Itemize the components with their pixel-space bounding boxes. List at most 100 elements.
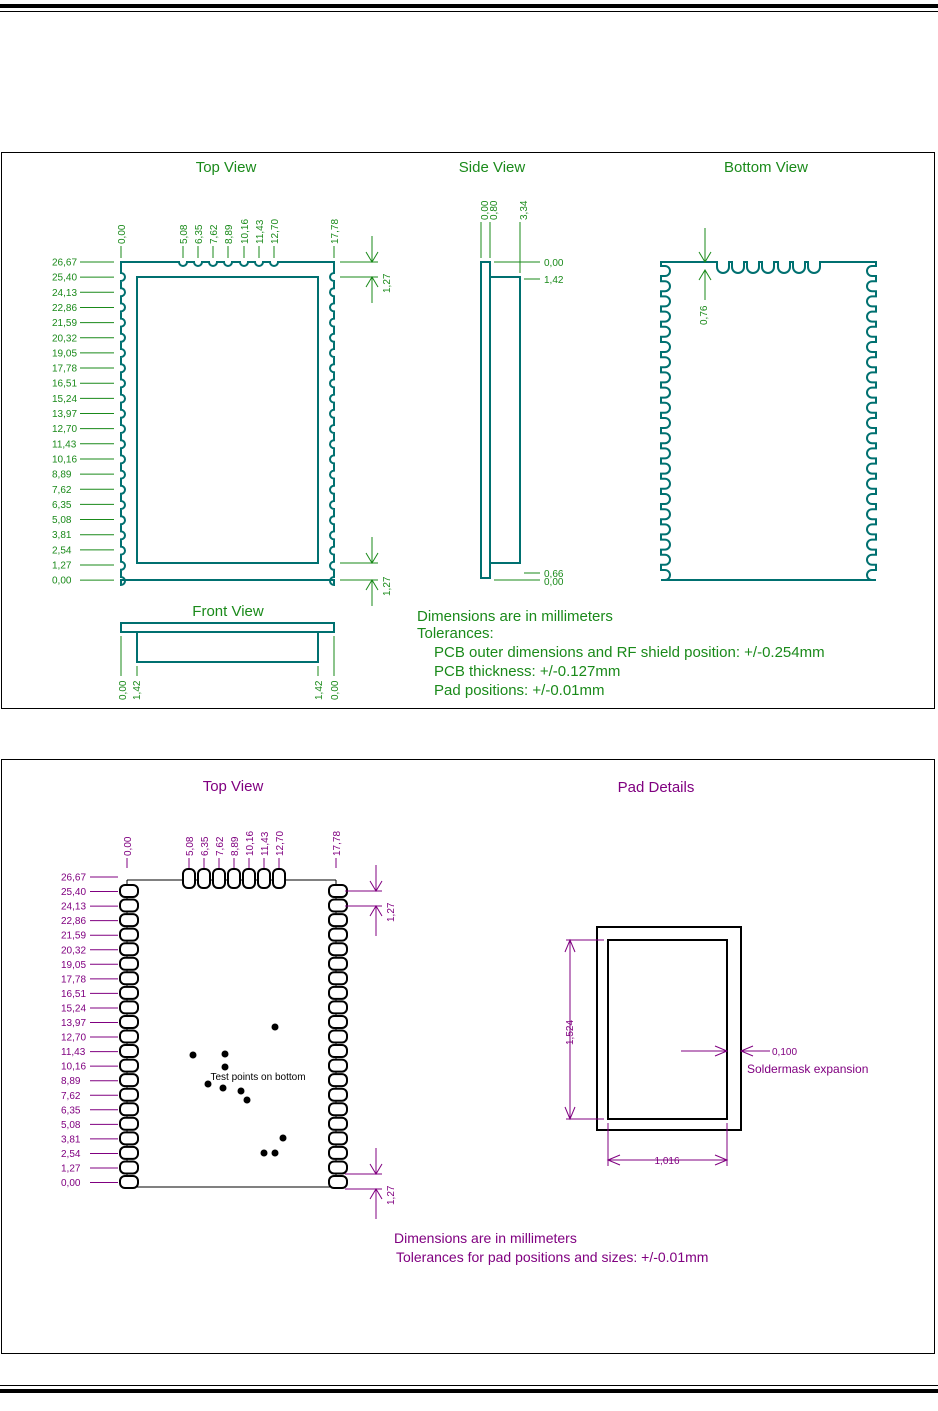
top-y-label: 7,62 <box>52 485 72 496</box>
side-x-label-2: 3,34 <box>519 200 530 220</box>
footprint-y-label: 8,89 <box>61 1076 81 1087</box>
footprint-x-label: 0,00 <box>123 836 134 856</box>
note-units: Dimensions are in millimeters <box>417 608 613 625</box>
top-y-label: 16,51 <box>52 379 77 390</box>
footprint-pad-left <box>119 1014 139 1029</box>
footprint-x-label: 6,35 <box>200 836 211 856</box>
front-dim-3: 0,00 <box>330 680 341 700</box>
footprint-pad-left <box>119 1175 139 1189</box>
side-x-label-0: 0,00 <box>480 200 491 220</box>
footprint-right-dim-label: 1,27 <box>386 902 397 922</box>
footprint-pad-left <box>119 1044 139 1059</box>
footprint-pad-top <box>197 868 211 889</box>
footprint-y-label: 22,86 <box>61 916 86 927</box>
top-y-label: 1,27 <box>52 561 72 572</box>
header-rule-thin <box>0 11 938 12</box>
footprint-pad-left <box>119 1058 139 1073</box>
footprint-pad-left <box>119 942 139 957</box>
footprint-y-label: 7,62 <box>61 1091 81 1102</box>
footprint-pad-top <box>227 868 241 889</box>
footprint-y-label: 13,97 <box>61 1018 86 1029</box>
top-x-label: 10,16 <box>240 219 251 244</box>
footprint-x-label: 10,16 <box>245 831 256 856</box>
footprint-pad-right <box>328 1058 348 1073</box>
footprint-pad-right <box>328 1087 348 1102</box>
note-pad-positions: Pad positions: +/-0.01mm <box>434 682 605 699</box>
test-points-label: Test points on bottom <box>210 1072 305 1083</box>
bottom-view-title: Bottom View <box>724 159 808 176</box>
note-tolerances: Tolerances: <box>417 625 494 642</box>
top-right-dim-label: 1,27 <box>382 576 393 596</box>
top-x-label: 11,43 <box>255 219 266 244</box>
footprint-y-label: 16,51 <box>61 989 86 1000</box>
footprint-x-label: 5,08 <box>185 836 196 856</box>
footprint-pad-right <box>328 1073 348 1088</box>
module-dimensions-panel <box>1 152 935 709</box>
footprint-x-label: 7,62 <box>215 836 226 856</box>
footprint-pad-right <box>328 913 348 928</box>
top-x-label: 6,35 <box>194 224 205 244</box>
footprint-pad-top <box>242 868 256 889</box>
footer-rule-thin <box>0 1385 938 1386</box>
top-y-label: 25,40 <box>52 273 77 284</box>
top-y-label: 8,89 <box>52 470 72 481</box>
side-x-label-1: 0,80 <box>489 200 500 220</box>
front-dim-0: 0,00 <box>118 680 129 700</box>
top-y-label: 12,70 <box>52 424 77 435</box>
module-front-view <box>120 622 335 663</box>
top-y-label: 11,43 <box>52 439 77 450</box>
top-x-label: 12,70 <box>270 219 281 244</box>
footprint-pad-left <box>119 1000 139 1015</box>
pad-detail-drawing <box>596 926 742 1131</box>
footprint-note-units: Dimensions are in millimeters <box>394 1230 577 1246</box>
top-y-label: 24,13 <box>52 288 77 299</box>
footprint-pad-left <box>119 1102 139 1117</box>
top-y-label: 0,00 <box>52 576 72 587</box>
top-y-label: 5,08 <box>52 515 72 526</box>
footprint-pad-left <box>119 927 139 942</box>
footprint-pad-right <box>328 942 348 957</box>
footprint-y-label: 19,05 <box>61 960 86 971</box>
top-y-label: 17,78 <box>52 364 77 375</box>
note-pcb-outer: PCB outer dimensions and RF shield posit… <box>434 644 825 661</box>
top-y-label: 10,16 <box>52 454 77 465</box>
top-y-label: 3,81 <box>52 530 72 541</box>
footprint-right-dim-label: 1,27 <box>386 1185 397 1205</box>
footprint-x-label: 11,43 <box>260 831 271 856</box>
footprint-pad-top <box>212 868 226 889</box>
footprint-note-tolerance: Tolerances for pad positions and sizes: … <box>396 1249 708 1265</box>
top-view-title: Top View <box>196 159 257 176</box>
footprint-pad-right <box>328 1160 348 1175</box>
front-dim-1: 1,42 <box>132 680 143 700</box>
footprint-y-label: 15,24 <box>61 1003 86 1014</box>
top-x-label: 17,78 <box>330 219 341 244</box>
mask-value-label: 0,100 <box>772 1047 797 1058</box>
footprint-pad-left <box>119 1131 139 1146</box>
bottom-dim-label: 0,76 <box>699 305 710 325</box>
footprint-y-label: 20,32 <box>61 945 86 956</box>
side-view-title: Side View <box>459 159 526 176</box>
footprint-pad-left <box>119 1116 139 1131</box>
footprint-pad-left <box>119 956 139 971</box>
footprint-pad-top <box>257 868 271 889</box>
footprint-pad-right <box>328 1044 348 1059</box>
footprint-pad-top <box>182 868 196 889</box>
top-y-label: 2,54 <box>52 545 72 556</box>
footprint-y-label: 5,08 <box>61 1120 81 1131</box>
footprint-pad-left <box>119 1087 139 1102</box>
footprint-pad-left <box>119 898 139 913</box>
front-view-title: Front View <box>192 603 264 620</box>
top-y-label: 6,35 <box>52 500 72 511</box>
top-x-label: 0,00 <box>117 224 128 244</box>
footer-rule-thick <box>0 1389 938 1393</box>
footprint-pad-right <box>328 1029 348 1044</box>
footprint-y-label: 21,59 <box>61 931 86 942</box>
footprint-y-label: 3,81 <box>61 1134 81 1145</box>
note-pcb-thickness: PCB thickness: +/-0.127mm <box>434 663 620 680</box>
footprint-x-label: 8,89 <box>230 836 241 856</box>
footprint-pad-right <box>328 1145 348 1160</box>
side-y-label-2: 0,66 <box>544 569 564 580</box>
module-side-view <box>480 261 521 579</box>
header-rule-thick <box>0 4 938 8</box>
